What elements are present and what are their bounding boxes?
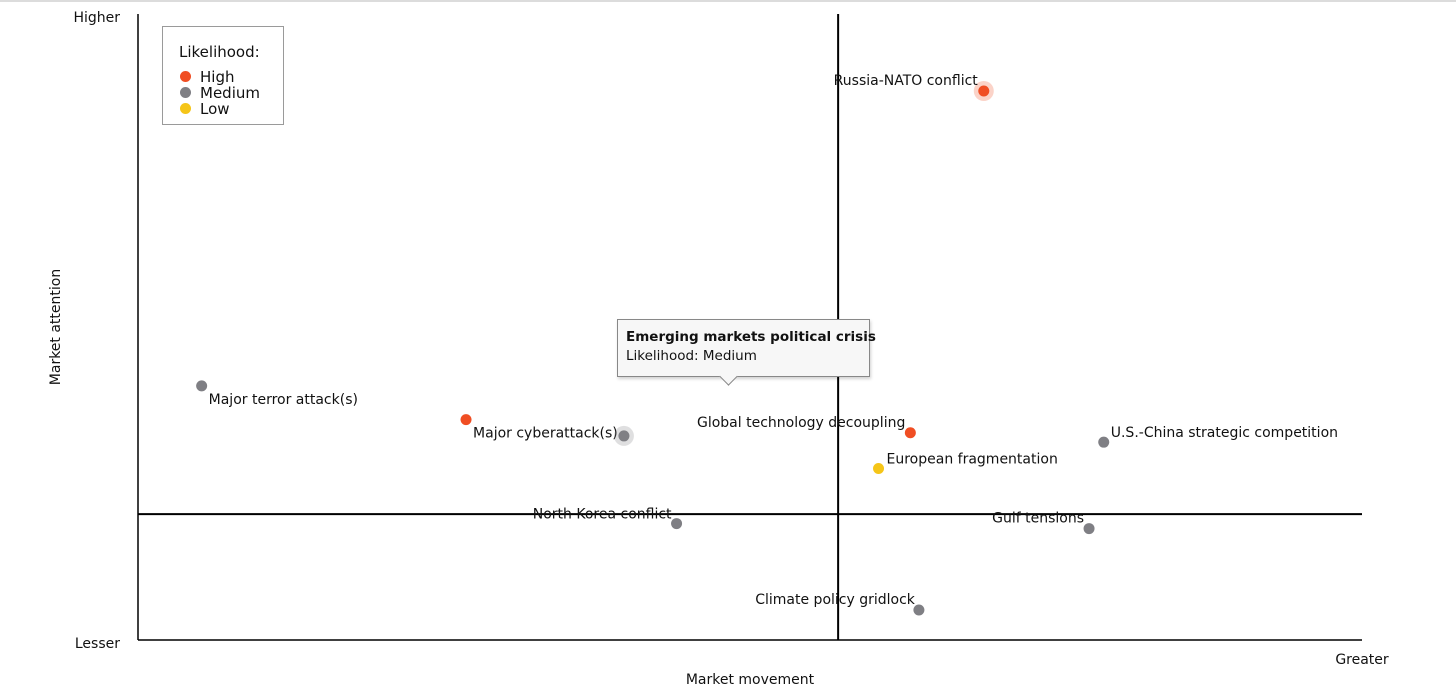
point-major-terror-attack-s[interactable] (196, 380, 208, 392)
x-high-label: Greater (1335, 652, 1389, 668)
point-label-u-s-china-strategic-competition: U.S.-China strategic competition (1111, 425, 1338, 441)
x-low-label: Lesser (75, 636, 120, 652)
legend-dot-medium (180, 87, 191, 98)
point-european-fragmentation[interactable] (873, 462, 885, 474)
point-global-technology-decoupling[interactable] (904, 427, 916, 439)
point-tooltip: Emerging markets political crisis Likeli… (617, 319, 876, 386)
point-label-north-korea-conflict: North Korea conflict (533, 507, 672, 523)
legend: Likelihood: High Medium Low (162, 26, 284, 125)
point-label-russia-nato-conflict: Russia-NATO conflict (834, 73, 979, 89)
legend-item-high[interactable]: High (180, 69, 234, 85)
top-rule (0, 0, 1456, 2)
point-gulf-tensions[interactable] (1083, 523, 1095, 535)
legend-dot-high (180, 71, 191, 82)
tooltip-title: Emerging markets political crisis (626, 329, 876, 345)
point-major-cyberattack-s[interactable] (460, 414, 472, 426)
point-climate-policy-gridlock[interactable] (913, 604, 925, 616)
point-north-korea-conflict[interactable] (671, 518, 683, 530)
legend-item-low[interactable]: Low (180, 101, 230, 117)
point-emerging-markets-political-crisis[interactable] (618, 430, 630, 442)
point-label-major-cyberattack-s: Major cyberattack(s) (473, 426, 618, 442)
point-label-climate-policy-gridlock: Climate policy gridlock (755, 592, 916, 608)
point-label-gulf-tensions: Gulf tensions (992, 511, 1084, 527)
point-label-european-fragmentation: European fragmentation (887, 451, 1058, 467)
legend-label-high: High (200, 68, 235, 86)
point-russia-nato-conflict[interactable] (978, 85, 990, 97)
point-label-major-terror-attack-s: Major terror attack(s) (209, 392, 358, 408)
point-u-s-china-strategic-competition[interactable] (1098, 436, 1110, 448)
legend-label-low: Low (200, 100, 230, 118)
point-label-global-technology-decoupling: Global technology decoupling (697, 415, 905, 431)
y-high-label: Higher (73, 10, 120, 26)
legend-label-medium: Medium (200, 84, 260, 102)
x-axis-title: Market movement (686, 672, 815, 686)
legend-item-medium[interactable]: Medium (180, 85, 260, 101)
legend-dot-low (180, 103, 191, 114)
tooltip-likelihood: Likelihood: Medium (626, 348, 757, 364)
legend-title: Likelihood: (179, 43, 260, 61)
y-axis-title: Market attention (48, 269, 64, 385)
